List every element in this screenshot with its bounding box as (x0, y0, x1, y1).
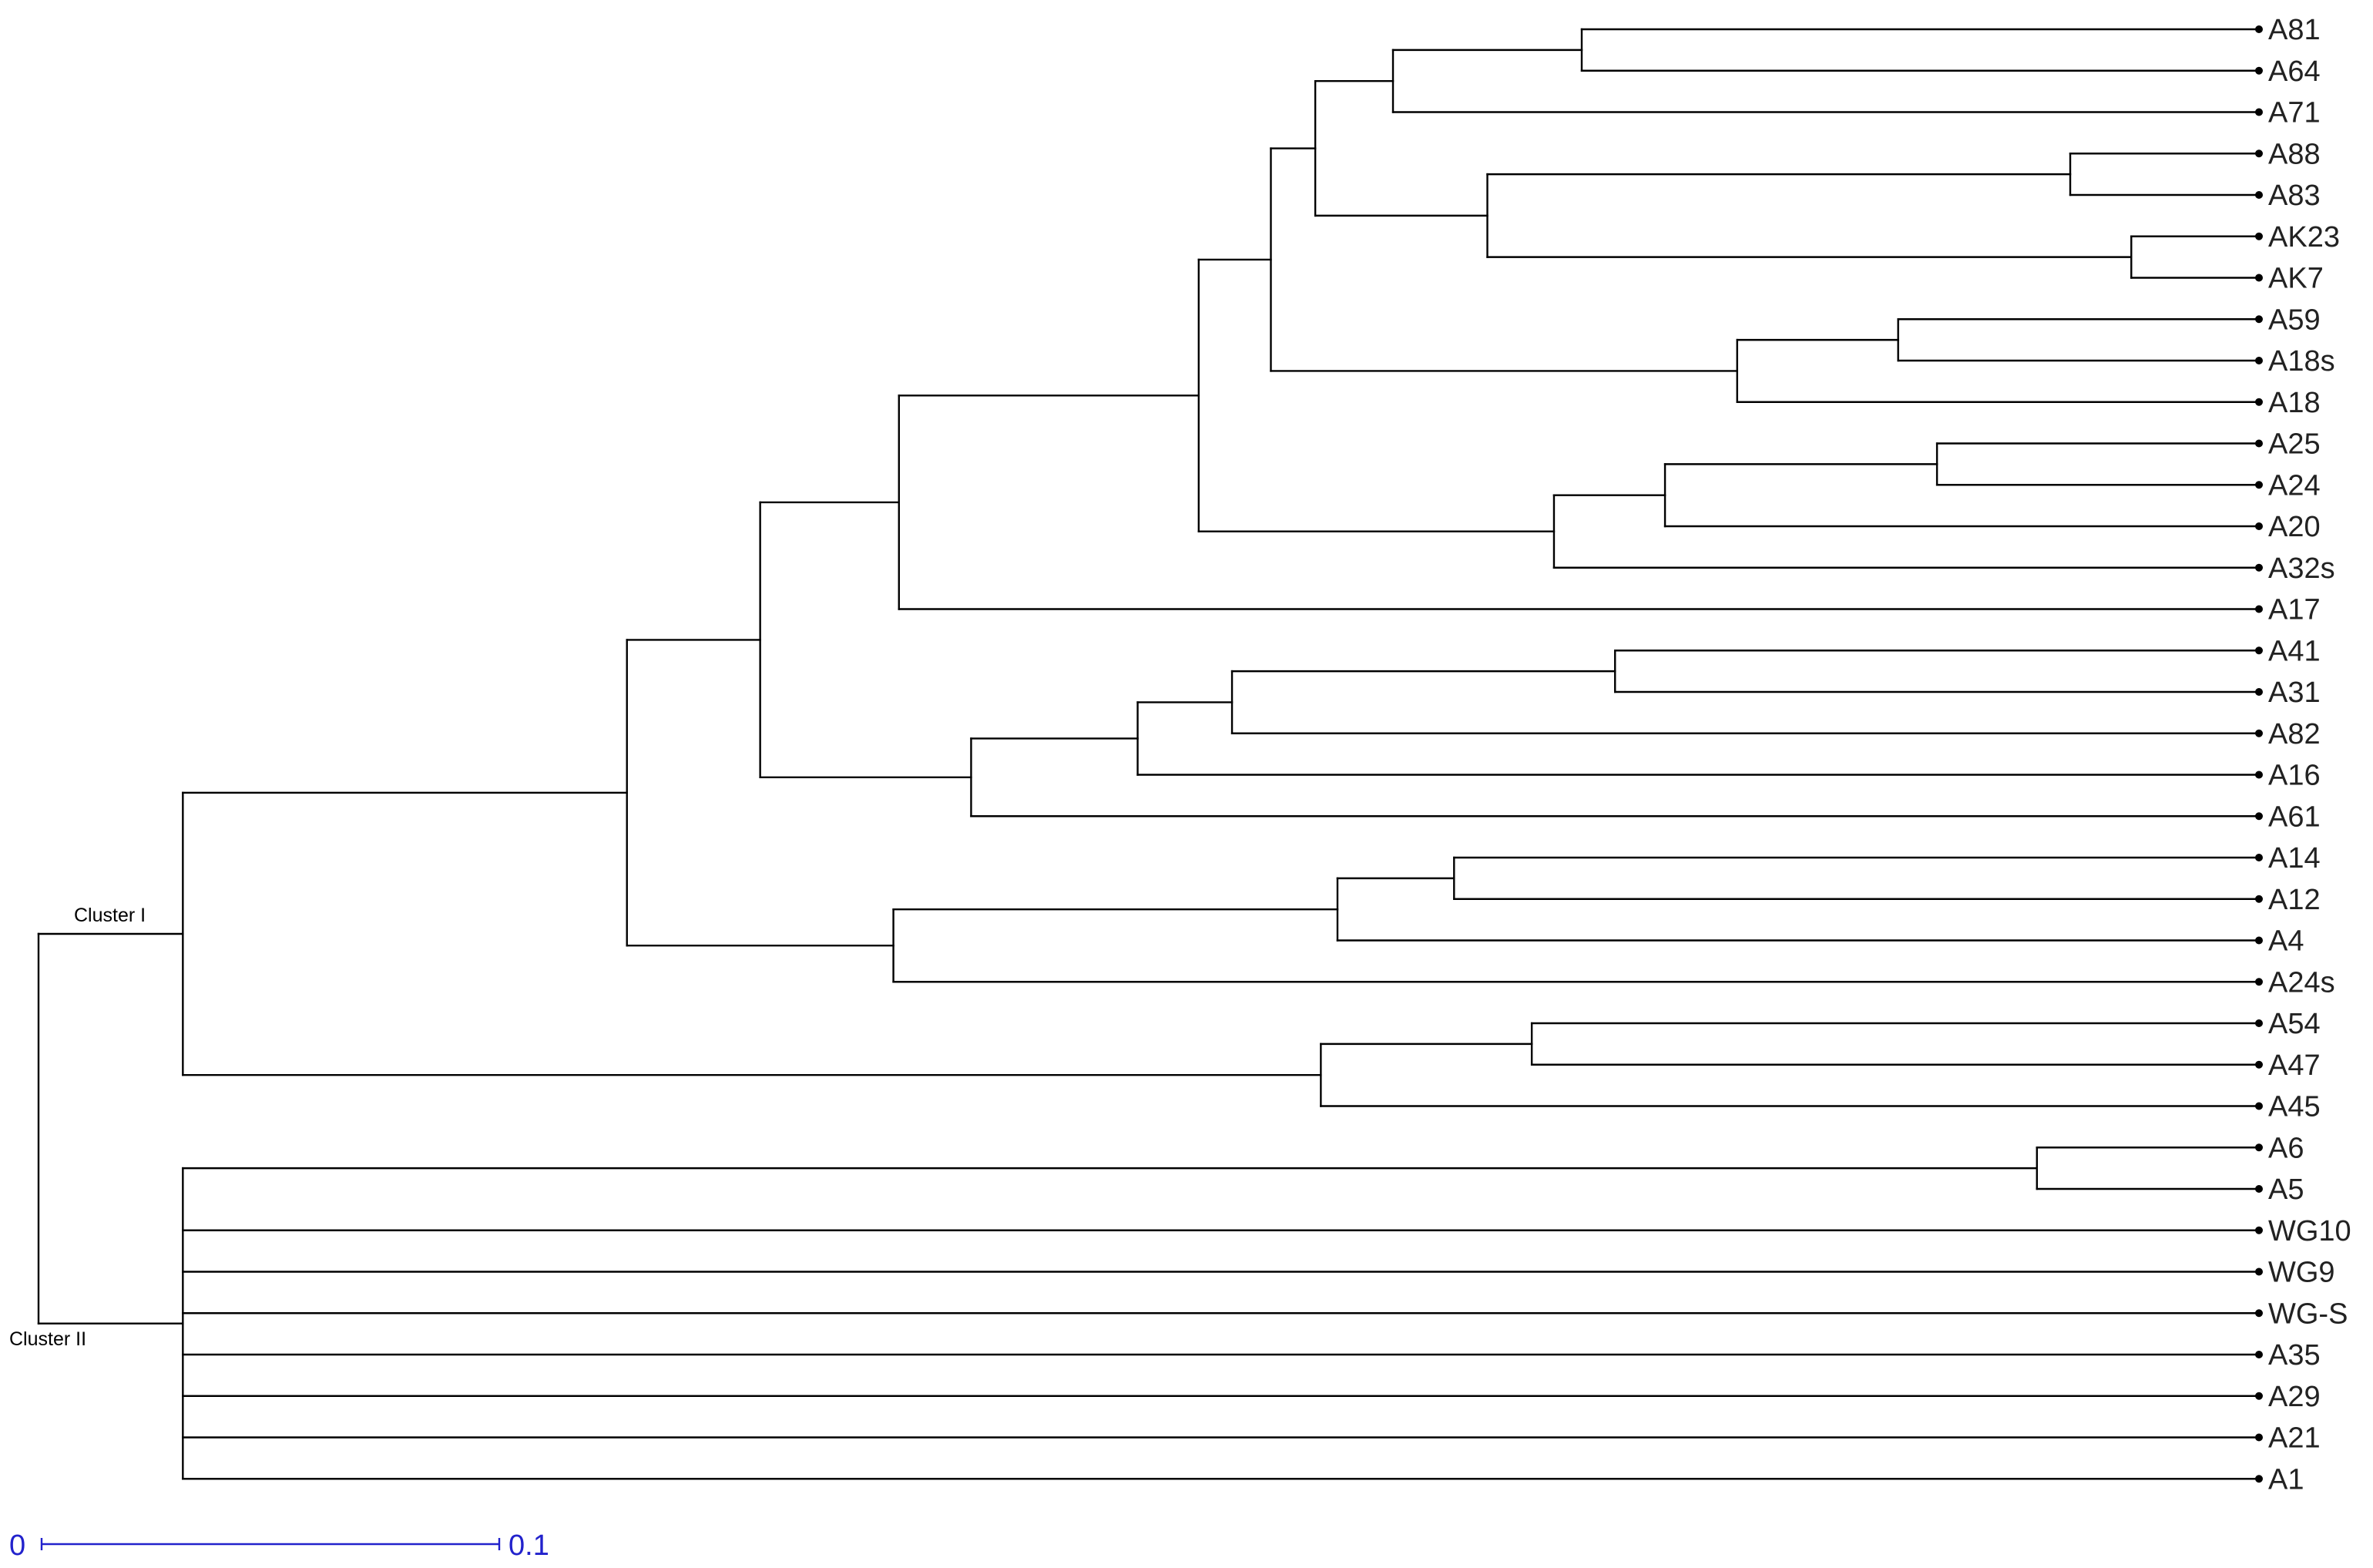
leaf-label-AK7: AK7 (2268, 263, 2324, 295)
leaf-dot-A88 (2255, 149, 2263, 158)
leaf-label-A24: A24 (2268, 469, 2321, 502)
leaf-dot-AK7 (2255, 274, 2263, 282)
scale-bar-start-label: 0 (9, 1529, 25, 1562)
leaf-dot-A82 (2255, 729, 2263, 737)
leaf-dot-AK23 (2255, 232, 2263, 240)
leaf-dot-WG9 (2255, 1267, 2263, 1276)
leaf-label-A83: A83 (2268, 180, 2321, 212)
leaf-label-A14: A14 (2268, 842, 2321, 875)
leaf-label-A4: A4 (2268, 925, 2304, 958)
leaf-dot-A35 (2255, 1351, 2263, 1358)
leaf-dot-A29 (2255, 1392, 2263, 1400)
leaf-label-A18s: A18s (2268, 345, 2335, 378)
leaf-dot-A24 (2255, 481, 2263, 489)
leaf-dot-A83 (2255, 191, 2263, 199)
leaf-label-A54: A54 (2268, 1008, 2321, 1040)
leaf-dot-WG10 (2255, 1226, 2263, 1234)
leaf-dot-A18s (2255, 357, 2263, 364)
leaf-label-A31: A31 (2268, 677, 2321, 709)
leaf-label-WG10: WG10 (2268, 1215, 2351, 1247)
leaf-label-A18: A18 (2268, 387, 2321, 419)
leaf-label-A82: A82 (2268, 718, 2321, 750)
leaf-label-A47: A47 (2268, 1049, 2321, 1082)
leaf-dot-A64 (2255, 66, 2263, 75)
leaf-label-WG-S: WG-S (2268, 1298, 2348, 1330)
leaf-label-A12: A12 (2268, 884, 2321, 916)
leaf-dot-A25 (2255, 439, 2263, 448)
leaf-dot-A6 (2255, 1143, 2263, 1152)
leaf-dot-A54 (2255, 1019, 2263, 1027)
leaf-label-A64: A64 (2268, 55, 2321, 88)
leaf-dot-A59 (2255, 315, 2263, 324)
tree-branches (37, 28, 2261, 1480)
leaf-dot-A61 (2255, 812, 2263, 821)
leaf-label-A81: A81 (2268, 14, 2321, 46)
leaf-label-A45: A45 (2268, 1091, 2321, 1123)
tree-leaves: A81A64A71A88A83AK23AK7A59A18sA18A25A24A2… (2255, 14, 2351, 1496)
leaf-label-A41: A41 (2268, 635, 2321, 667)
leaf-dot-A21 (2255, 1433, 2263, 1442)
leaf-label-A17: A17 (2268, 594, 2321, 626)
leaf-dot-A12 (2255, 895, 2263, 903)
leaf-label-A1: A1 (2268, 1463, 2304, 1496)
leaf-label-A29: A29 (2268, 1381, 2321, 1413)
leaf-dot-A20 (2255, 522, 2263, 530)
leaf-label-A6: A6 (2268, 1132, 2304, 1164)
leaf-label-A88: A88 (2268, 138, 2321, 170)
leaf-dot-A16 (2255, 771, 2263, 779)
leaf-label-A25: A25 (2268, 428, 2321, 461)
cluster-2-label: Cluster II (9, 1328, 86, 1350)
leaf-label-WG9: WG9 (2268, 1257, 2335, 1289)
leaf-dot-A1 (2255, 1475, 2263, 1483)
cluster-1-label: Cluster I (74, 905, 146, 926)
leaf-label-A24s: A24s (2268, 966, 2335, 999)
leaf-label-A5: A5 (2268, 1173, 2304, 1206)
leaf-dot-A32s (2255, 563, 2263, 572)
leaf-dot-A17 (2255, 605, 2263, 613)
leaf-dot-A31 (2255, 688, 2263, 696)
leaf-label-AK23: AK23 (2268, 221, 2340, 253)
leaf-label-A16: A16 (2268, 760, 2321, 792)
leaf-label-A21: A21 (2268, 1422, 2321, 1455)
leaf-dot-A18 (2255, 398, 2263, 406)
leaf-label-A20: A20 (2268, 511, 2321, 543)
scale-bar-end-label: 0.1 (509, 1529, 549, 1562)
leaf-dot-A45 (2255, 1102, 2263, 1110)
leaf-dot-A5 (2255, 1185, 2263, 1193)
leaf-label-A61: A61 (2268, 801, 2321, 833)
leaf-dot-WG-S (2255, 1309, 2263, 1318)
leaf-label-A59: A59 (2268, 304, 2321, 336)
leaf-dot-A14 (2255, 854, 2263, 861)
leaf-dot-A81 (2255, 25, 2263, 33)
leaf-label-A35: A35 (2268, 1339, 2321, 1372)
leaf-dot-A4 (2255, 936, 2263, 945)
leaf-label-A71: A71 (2268, 97, 2321, 129)
leaf-dot-A41 (2255, 646, 2263, 655)
scale-bar: 0 0.1 (9, 1529, 549, 1562)
leaf-dot-A24s (2255, 978, 2263, 986)
leaf-label-A32s: A32s (2268, 552, 2335, 585)
leaf-dot-A47 (2255, 1060, 2263, 1069)
leaf-dot-A71 (2255, 108, 2263, 116)
